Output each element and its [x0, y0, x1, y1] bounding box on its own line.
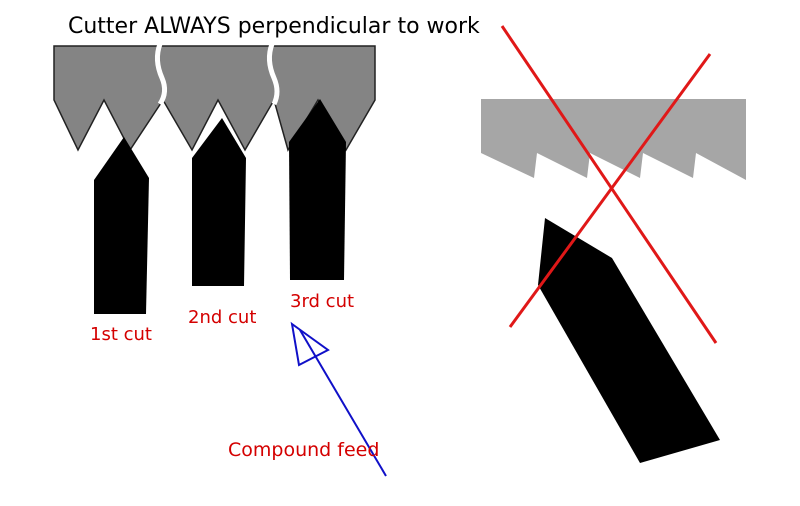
correct-method-panel: 1st cut 2nd cut 3rd cut Compound feed: [53, 43, 387, 477]
work-break-line: [266, 43, 280, 106]
cutter-angled: [538, 218, 720, 463]
cut-label-1st: 1st cut: [90, 324, 152, 345]
wrong-cross-icon: [500, 25, 718, 344]
cut-label-3rd: 3rd cut: [290, 291, 354, 312]
incorrect-method-panel: [481, 25, 746, 463]
diagram-title: Cutter ALWAYS perpendicular to work: [68, 14, 480, 39]
compound-feed-label: Compound feed: [228, 439, 379, 461]
cutter-2nd: [192, 118, 246, 286]
compound-feed-arrow: [290, 321, 387, 477]
work-piece-angled: [481, 99, 746, 180]
work-piece: [53, 45, 376, 152]
cutter-1st: [94, 137, 149, 314]
cutter-3rd: [289, 99, 346, 280]
work-break-line: [154, 43, 168, 106]
cut-label-2nd: 2nd cut: [188, 307, 256, 328]
